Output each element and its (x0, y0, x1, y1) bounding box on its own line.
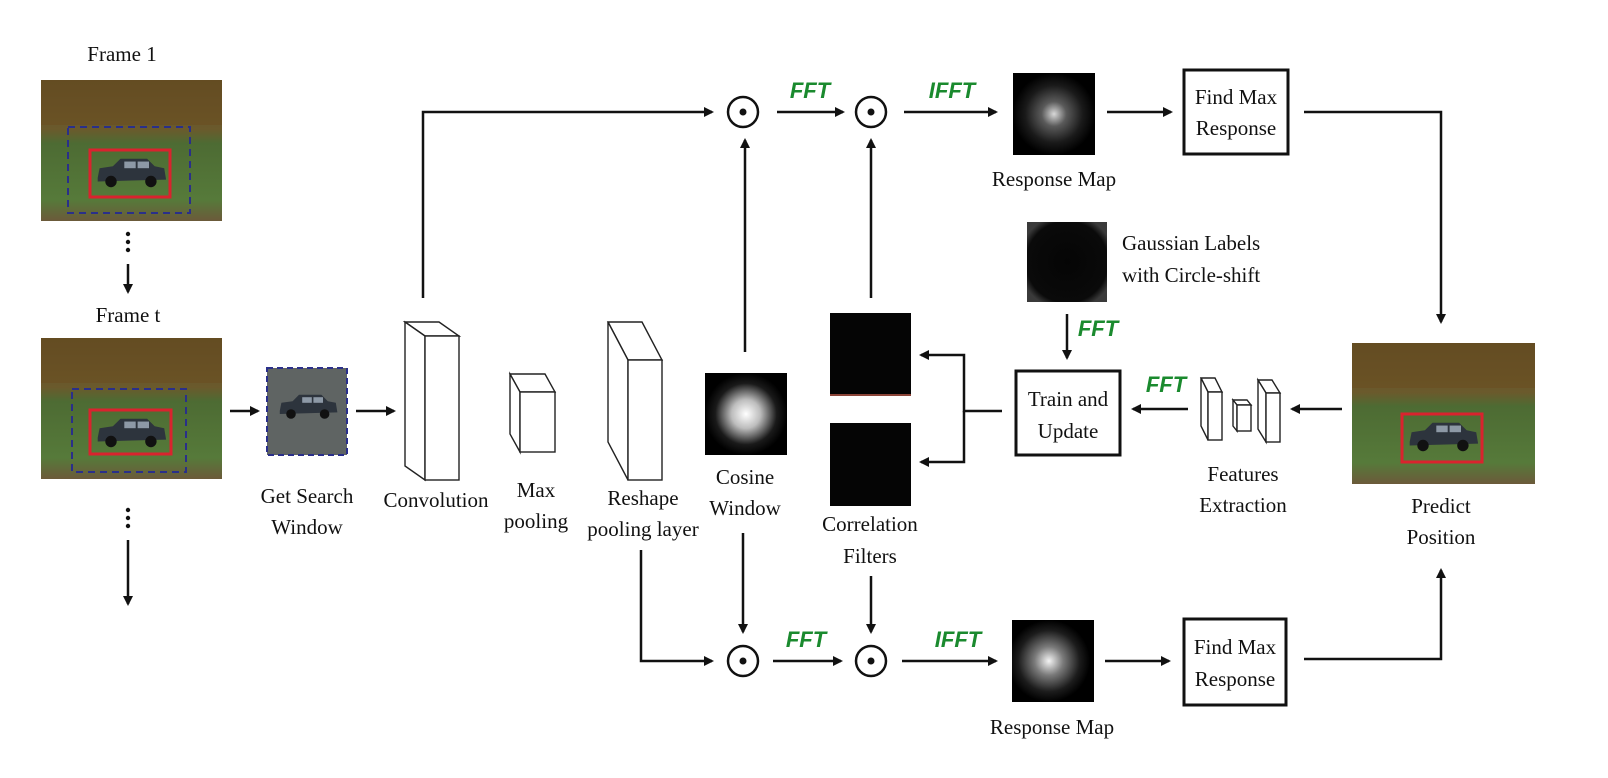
cosine-window-label-line1: Cosine (716, 465, 774, 489)
features-extraction-label-line1: Features (1207, 462, 1278, 486)
gaussian-labels-label-line1: Gaussian Labels (1122, 231, 1260, 255)
convolution-label: Convolution (383, 488, 489, 512)
bottom-mult-op-1 (726, 644, 760, 678)
bottom-mult-op-2 (854, 644, 888, 678)
top-fft-label: FFT (790, 78, 832, 103)
response-map-bottom-label: Response Map (990, 715, 1114, 739)
max-pooling-block (508, 371, 557, 455)
gaussian-labels-label-line2: with Circle-shift (1122, 263, 1260, 287)
get-search-window-label-line1: Get Search (261, 484, 354, 508)
convolution-block (402, 320, 462, 482)
response-map-top-image (1013, 73, 1095, 155)
find-max-top-box (1182, 68, 1290, 156)
frame1-label: Frame 1 (87, 42, 156, 66)
cosine-window-label-line2: Window (709, 496, 781, 520)
arrow-find-max-top-to-predict (1304, 110, 1446, 324)
frame1-image (41, 80, 222, 221)
find-max-bottom-label-line2: Response (1195, 667, 1276, 691)
predict-position-image (1352, 343, 1535, 484)
correlation-filter-image-bottom (830, 423, 911, 506)
top-mult-op-2 (854, 95, 888, 129)
reshape-block (606, 321, 664, 481)
frame-continuation-dots-bottom (125, 507, 131, 529)
find-max-top-label-line2: Response (1196, 116, 1277, 140)
top-ifft-label: IFFT (929, 78, 977, 103)
arrow-conv-to-top-mult (421, 107, 714, 298)
features-fft-label: FFT (1146, 372, 1188, 397)
arrow-find-max-bottom-to-predict (1304, 568, 1446, 661)
features-extraction-blocks (1199, 377, 1282, 445)
reshape-label-line1: Reshape (607, 486, 678, 510)
response-map-bottom-image (1012, 620, 1094, 702)
gaussian-fft-label: FFT (1078, 316, 1120, 341)
train-update-label-line2: Update (1038, 419, 1099, 443)
bottom-ifft-label: IFFT (935, 627, 983, 652)
cosine-window-image (705, 373, 787, 455)
top-mult-op-1 (726, 95, 760, 129)
search-window-image (266, 367, 348, 456)
find-max-bottom-label-line1: Find Max (1194, 635, 1277, 659)
max-pooling-label-line1: Max (517, 478, 556, 502)
features-extraction-label-line2: Extraction (1199, 493, 1287, 517)
predict-position-label-line1: Predict (1411, 494, 1471, 518)
arrow-train-to-filter-top (919, 350, 1002, 413)
frame-continuation-dots-top (125, 231, 131, 253)
train-update-label-line1: Train and (1028, 387, 1109, 411)
find-max-top-label-line1: Find Max (1195, 85, 1278, 109)
reshape-label-line2: pooling layer (587, 517, 698, 541)
get-search-window-label-line2: Window (271, 515, 343, 539)
gaussian-labels-image (1027, 222, 1107, 302)
correlation-filters-label-line2: Filters (843, 544, 897, 568)
framet-label: Frame t (96, 303, 161, 327)
find-max-bottom-box (1182, 617, 1288, 707)
max-pooling-label-line2: pooling (504, 509, 569, 533)
correlation-filter-image-top (830, 313, 911, 396)
predict-position-label-line2: Position (1407, 525, 1476, 549)
response-map-top-label: Response Map (992, 167, 1116, 191)
correlation-filters-label-line1: Correlation (822, 512, 918, 536)
arrow-reshape-to-bottom-mult (639, 550, 714, 666)
train-update-box (1014, 369, 1122, 457)
arrow-train-to-filter-bottom (919, 411, 966, 467)
framet-image (41, 338, 222, 479)
bottom-fft-label: FFT (786, 627, 828, 652)
